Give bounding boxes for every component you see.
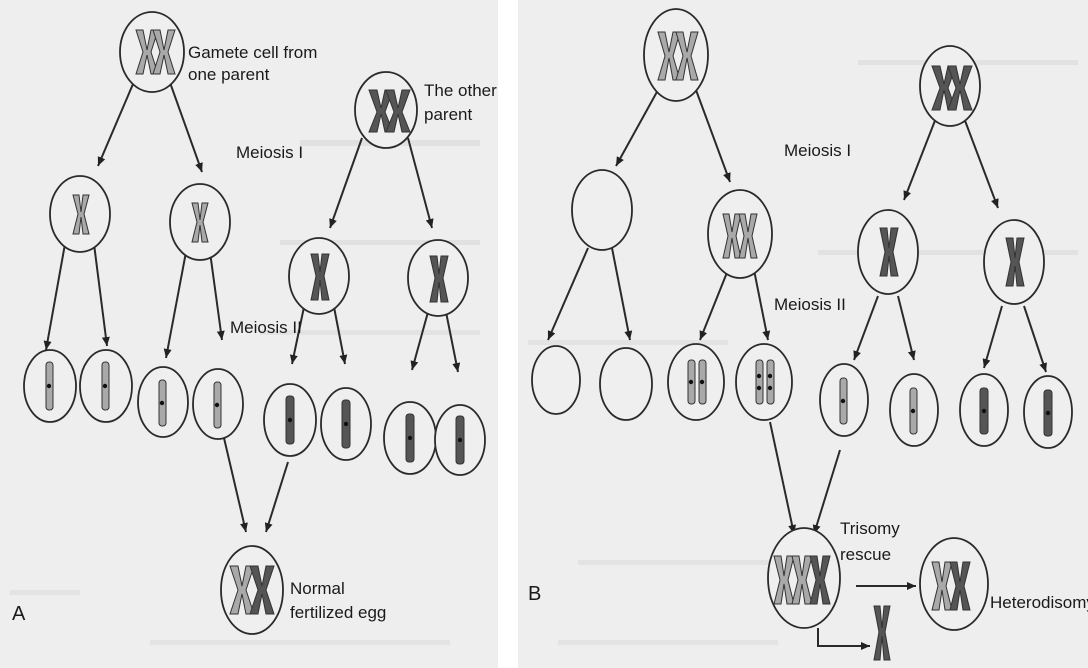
disomic-gamete-cell: [667, 343, 725, 421]
svg-text:Trisomy: Trisomy: [840, 519, 900, 538]
gamete-cell-parent-1: [119, 11, 185, 93]
arrow: [329, 137, 363, 229]
empty-gamete-cell: [531, 345, 581, 415]
meiosis-1-label: Meiosis I: [236, 143, 303, 162]
panel-b: Meiosis I Meiosis II Trisomy rescue Hete…: [518, 0, 1088, 668]
panel-b-letter: B: [528, 583, 541, 605]
svg-text:Heterodisomy: Heterodisomy: [990, 593, 1088, 612]
arrow: [699, 269, 729, 341]
arrow: [223, 437, 248, 533]
arrow: [769, 421, 797, 535]
arrow: [407, 137, 434, 229]
panel-a-chromosomes: [45, 29, 465, 615]
arrow: [982, 305, 1003, 369]
meiosis-1-label: Meiosis I: [784, 141, 851, 160]
svg-text:Gamete cell from: Gamete cell from: [188, 43, 317, 62]
arrow: [209, 251, 225, 341]
arrow: [853, 295, 879, 361]
arrow: [615, 89, 659, 167]
panel-a-letter: A: [12, 603, 26, 625]
heterodisomy-label: Heterodisomy: [990, 593, 1088, 612]
arrow: [812, 449, 841, 535]
arrow: [410, 311, 429, 371]
arrow: [547, 247, 589, 341]
arrow: [695, 89, 731, 183]
trisomy-label-line-2: rescue: [840, 545, 891, 564]
arrow: [289, 306, 305, 365]
panel-a: Gamete cell from one parent The other pa…: [0, 0, 498, 668]
svg-text:B: B: [528, 583, 541, 605]
arrow: [167, 76, 203, 173]
arrow: [445, 311, 461, 373]
svg-text:Meiosis II: Meiosis II: [230, 318, 302, 337]
meiosis-2-label: Meiosis II: [774, 295, 846, 314]
arrow: [97, 76, 137, 167]
svg-text:fertilized egg: fertilized egg: [290, 603, 386, 622]
panel-b-chromosomes: [657, 31, 1053, 661]
svg-text:Meiosis I: Meiosis I: [236, 143, 303, 162]
other-parent-label-line-2: parent: [424, 105, 472, 124]
arrow: [1023, 305, 1047, 373]
arrow: [611, 247, 633, 341]
svg-text:parent: parent: [424, 105, 472, 124]
arrow: [897, 295, 916, 361]
arrow: [43, 243, 66, 351]
normal-egg-label-line-1: Normal: [290, 579, 345, 598]
arrow: [903, 117, 937, 201]
fertilized-egg-cell: [220, 545, 284, 635]
disomic-gamete-cell: [735, 343, 793, 421]
gamete-cell-parent-1: [643, 8, 709, 102]
panel-a-arrows: [43, 76, 461, 533]
svg-text:The other: The other: [424, 81, 497, 100]
heterodisomy-cell: [919, 537, 989, 631]
svg-text:Meiosis I: Meiosis I: [784, 141, 851, 160]
trisomy-label-line-1: Trisomy: [840, 519, 900, 538]
svg-text:one parent: one parent: [188, 65, 270, 84]
other-parent-label-line-1: The other: [424, 81, 497, 100]
arrow: [163, 251, 187, 359]
empty-gamete-cell: [599, 347, 653, 421]
gamete-label-line-1: Gamete cell from: [188, 43, 317, 62]
arrow: [963, 117, 999, 209]
svg-text:Meiosis II: Meiosis II: [774, 295, 846, 314]
svg-text:A: A: [12, 603, 26, 625]
nondisjunction-empty-cell: [571, 169, 633, 251]
nondisjunction-double-cell: [707, 189, 773, 279]
arrow: [93, 243, 110, 347]
normal-egg-label-line-2: fertilized egg: [290, 603, 386, 622]
meiosis-2-label: Meiosis II: [230, 318, 302, 337]
arrow: [817, 628, 870, 650]
arrow: [753, 269, 771, 341]
arrow: [333, 306, 348, 365]
panel-b-arrows: [547, 89, 1047, 650]
arrow: [264, 461, 289, 533]
svg-text:rescue: rescue: [840, 545, 891, 564]
gamete-cell-parent-2: [919, 45, 981, 127]
gamete-label-line-2: one parent: [188, 65, 270, 84]
svg-text:Normal: Normal: [290, 579, 345, 598]
